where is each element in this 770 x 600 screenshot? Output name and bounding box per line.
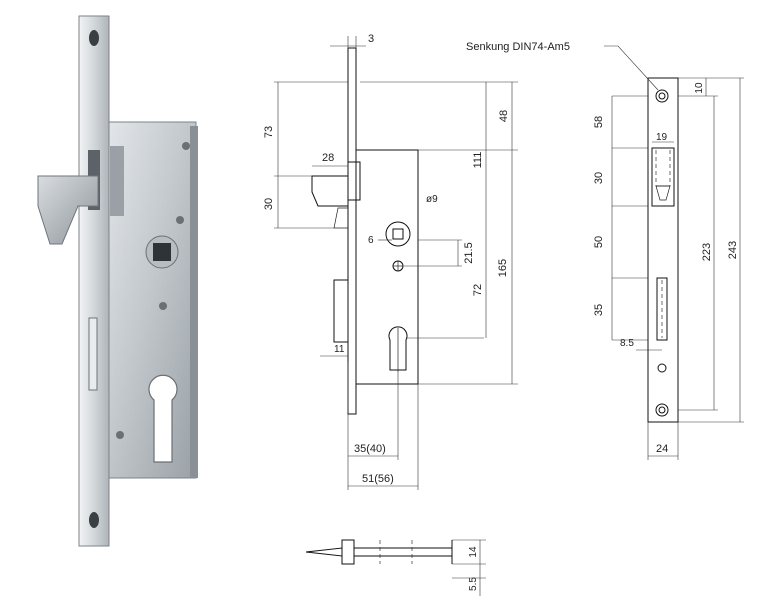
label-latch-width: 11 [334,344,345,355]
lock-photo [37,15,198,547]
label-follower-offset: 21.5 [463,242,475,263]
lock-screw-1 [182,142,190,150]
side-small-hole [657,363,667,373]
label-hole-to-slot: 58 [593,116,605,128]
label-bottom-offset: 8.5 [620,338,634,349]
lock-cylinder-cutout [148,374,178,463]
lock-screw-3 [159,302,167,310]
label-hole-dia: ø9 [426,194,438,205]
label-bottom-offset-5-5: 5.5 [468,577,479,591]
front-case-outline [356,149,419,385]
label-case-height: 165 [497,259,509,277]
side-view-drawing: Senkung DIN74-Am5 58 10 19 30 50 35 8.5 … [466,41,744,460]
label-follower-to-cyl: 72 [472,284,484,296]
label-backset-large: 51(56) [362,473,394,485]
label-bottom-height: 14 [468,546,479,558]
front-faceplate [347,47,357,415]
label-thickness: 3 [368,33,374,45]
label-bolt-throw: 28 [322,152,334,164]
front-hook-bolt-projection [311,175,348,207]
bottom-pin-body [341,539,355,565]
front-view-drawing: 3 73 30 28 ø9 6 21.5 111 48 165 72 11 35… [263,33,518,490]
front-cylinder-cutout [388,326,408,371]
label-gap: 50 [593,236,605,248]
faceplate-latch-slot [88,317,98,391]
label-senkung: Senkung DIN74-Am5 [466,41,570,53]
front-hook-bolt [348,161,361,201]
label-slot-2: 35 [593,304,605,316]
side-screw-hole-bottom [655,403,669,417]
side-faceplate [647,77,679,423]
lock-follower-square [153,243,171,261]
lock-case-shadow [190,126,198,478]
bottom-view-drawing: 14 5.5 [305,539,486,596]
label-total-length: 243 [727,241,739,259]
faceplate-screw-hole-top [89,30,99,46]
label-plate-width: 24 [656,443,668,455]
label-top-offset: 10 [694,82,705,94]
label-top-to-case: 48 [498,110,510,122]
label-bolt-height: 30 [263,198,275,210]
side-screw-hole-top [655,89,669,103]
label-hole-spacing: 223 [701,243,713,261]
lock-screw-4 [116,431,124,439]
lock-faceplate [78,15,110,547]
side-bolt-slot [651,147,675,207]
side-latch-slot [656,277,668,341]
label-inner-width: 19 [656,132,668,143]
front-latch [333,279,349,343]
label-backset-small: 35(40) [354,443,386,455]
label-top-to-follower: 111 [472,152,484,169]
lock-screw-2 [176,216,184,224]
front-follower-circle [385,221,411,247]
label-top-to-bolt: 73 [263,126,275,138]
bottom-pin-tip [305,547,343,557]
lock-hook-bolt [37,175,99,245]
senkung-leader [604,45,659,91]
label-slot-1: 30 [593,172,605,184]
label-spindle: 6 [368,235,374,246]
lock-bolt-housing [110,146,124,216]
faceplate-screw-hole-bottom [89,512,99,528]
